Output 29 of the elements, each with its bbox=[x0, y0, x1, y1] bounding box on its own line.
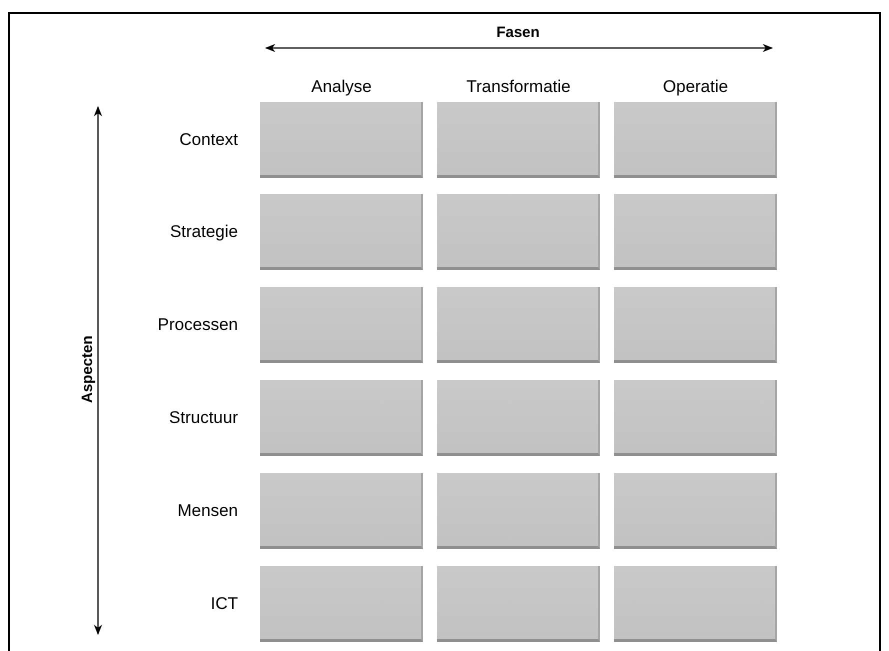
column-header: Transformatie bbox=[465, 76, 572, 98]
grid-box bbox=[437, 194, 600, 270]
grid-box bbox=[614, 194, 777, 270]
column-header: Analyse bbox=[310, 76, 373, 98]
grid-box bbox=[437, 287, 600, 363]
axis-title: Fasen bbox=[495, 23, 541, 43]
grid-box bbox=[614, 102, 777, 178]
row-header: Strategie bbox=[168, 221, 238, 243]
row-header: Structuur bbox=[168, 407, 238, 429]
row-header: ICT bbox=[210, 593, 238, 615]
grid-box bbox=[437, 380, 600, 456]
axis-title: Aspecten bbox=[78, 334, 97, 406]
row-header: Context bbox=[178, 129, 238, 151]
grid-box bbox=[260, 194, 423, 270]
grid-box bbox=[437, 473, 600, 549]
column-header: Operatie bbox=[662, 76, 730, 98]
grid-box bbox=[260, 102, 423, 178]
grid-box bbox=[614, 566, 777, 642]
row-header: Processen bbox=[156, 314, 238, 336]
grid-box bbox=[260, 380, 423, 456]
row-header: Mensen bbox=[176, 500, 238, 522]
grid-box bbox=[614, 287, 777, 363]
grid-box bbox=[614, 380, 777, 456]
grid-box bbox=[260, 566, 423, 642]
grid-box bbox=[437, 102, 600, 178]
grid-box bbox=[437, 566, 600, 642]
grid-box bbox=[260, 473, 423, 549]
grid-box bbox=[614, 473, 777, 549]
grid-box bbox=[260, 287, 423, 363]
